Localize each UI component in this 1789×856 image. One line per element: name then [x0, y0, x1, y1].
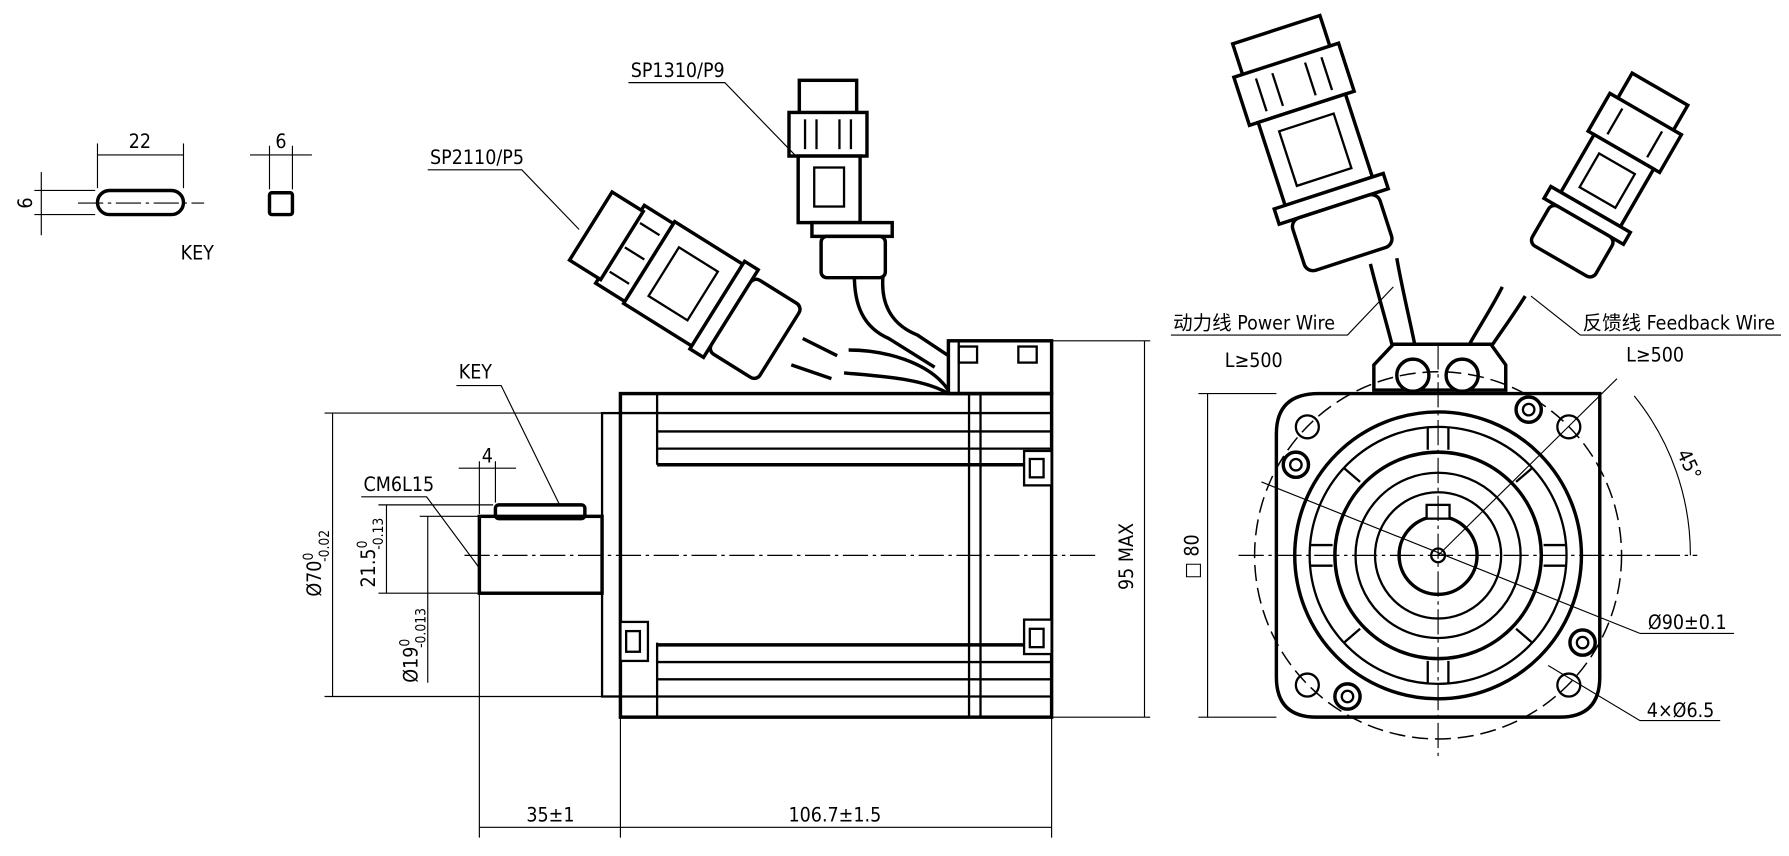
shaft-thread-label: CM6L15 [364, 473, 435, 496]
height-dim: 95 MAX [1115, 523, 1138, 590]
power-connector-side [567, 189, 802, 381]
key-end-outline [267, 191, 295, 217]
key-width-dim: 6 [14, 198, 37, 209]
key-height-dim-side: 21.50-0.13 [355, 518, 387, 588]
angle-dim: 45° [1672, 446, 1706, 484]
feedback-wire-label: 反馈线 Feedback Wire [1583, 311, 1775, 334]
shaft-length-dim: 35±1 [526, 804, 574, 827]
power-wire-length: L≥500 [1225, 349, 1283, 372]
feedback-connector-side [787, 78, 894, 280]
shaft-diameter-dim: Ø190-0.013 [397, 608, 429, 683]
shaft-key [493, 503, 587, 521]
key-detail: 22 6 6 KEY [14, 130, 312, 264]
square-dim: □ 80 [1180, 534, 1203, 578]
power-connector-label: SP2110/P5 [430, 146, 524, 169]
front-view: □ 80 45° Ø90±0.1 4×Ø6.5 动力线 Power Wire L… [1170, 13, 1781, 758]
feedback-connector-label: SP1310/P9 [631, 59, 725, 82]
power-connector-front [1230, 13, 1394, 273]
key-length-dim: 22 [129, 130, 151, 153]
power-cable-side [843, 348, 950, 396]
side-view: SP2110/P5 SP1310/P9 KEY CM6L15 4 Ø700-0.… [301, 59, 1151, 838]
bolt-circle-dim: Ø90±0.1 [1648, 611, 1727, 634]
power-wire-label: 动力线 Power Wire [1173, 311, 1335, 334]
feedback-connector-front [1529, 70, 1691, 279]
screw-heads [1281, 395, 1597, 711]
cable-gland [1372, 342, 1508, 392]
feedback-wire-length: L≥500 [1626, 343, 1684, 366]
holes-dim: 4×Ø6.5 [1647, 699, 1715, 722]
key-detail-label: KEY [181, 241, 215, 264]
flange-pilot-dim: Ø700-0.02 [301, 530, 333, 597]
connector-housing [946, 339, 1054, 396]
body-length-dim: 106.7±1.5 [788, 804, 881, 827]
key-offset-dim: 4 [482, 444, 493, 467]
front-flange-square [1274, 391, 1602, 719]
key-label: KEY [459, 361, 493, 384]
key-height-dim: 6 [275, 130, 286, 153]
feedback-cable-side [852, 275, 950, 369]
